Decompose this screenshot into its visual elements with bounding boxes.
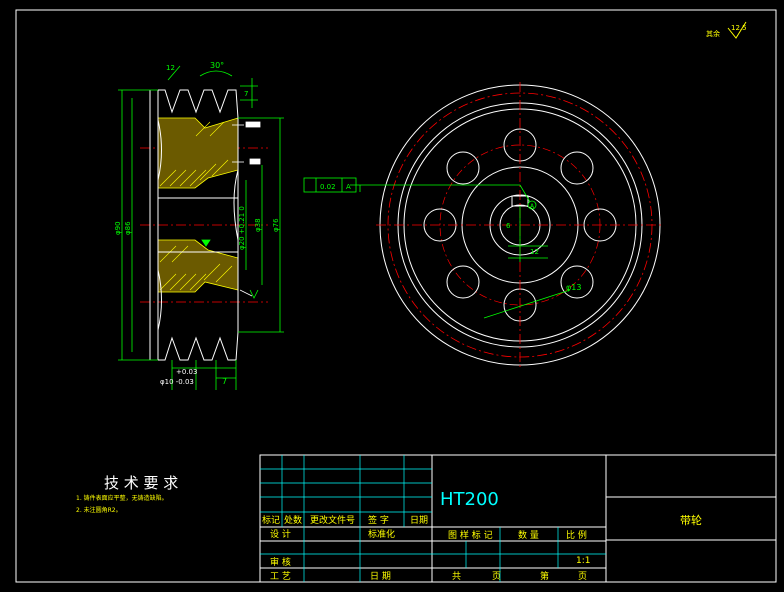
datum-label: A	[530, 203, 535, 210]
keyway-dimension: 6	[506, 222, 511, 230]
tb-date-header: 日期	[410, 515, 428, 526]
tolerance-frame: 0.02 A	[303, 177, 357, 193]
tb-page-label: 页	[578, 571, 587, 582]
title-block: 标记 处数 更改文件号 签 字 日期 设 计 标准化 审 核 工 艺 日 期 H…	[259, 454, 777, 583]
tb-drawing-mark-header: 图 样 标 记	[448, 529, 493, 541]
part-name: 带轮	[680, 513, 702, 527]
keyway-width-dimension: 12	[530, 248, 539, 256]
tb-quantity-header: 数 量	[518, 529, 539, 541]
dim-hub-diameter: φ38	[254, 218, 262, 232]
tb-standardization-label: 标准化	[368, 528, 395, 540]
hole-diameter-dimension: φ13	[566, 283, 581, 292]
section-view: 30° 12 φ90 φ86 φ20 +0.21 0 φ38 φ76 +0.03…	[114, 61, 284, 390]
tech-requirements: 技 术 要 求 1. 铸件表面应平整，无铸造缺陷。 2. 未注圆角R2。	[76, 474, 178, 514]
top-small-dimension: 12	[166, 64, 175, 72]
tech-requirement-2: 2. 未注圆角R2。	[76, 506, 122, 514]
dim-bore-diameter: φ20 +0.21 0	[238, 206, 246, 250]
tolerance-lower: φ10 -0.03	[160, 378, 194, 386]
tb-process-date-label: 日 期	[370, 571, 391, 582]
tb-count-header: 处数	[284, 514, 302, 526]
tb-sheet-label: 第	[540, 570, 549, 582]
groove-width-dimension: 7	[222, 377, 227, 386]
roughness-prefix: 其余	[706, 29, 720, 38]
roughness-symbol: 其余 12.5	[706, 21, 747, 39]
tb-change-doc-header: 更改文件号	[310, 514, 355, 526]
dim-outer-diameter: φ90	[114, 221, 122, 235]
angle-dimension: 30°	[210, 61, 224, 70]
tb-total-label: 共	[452, 571, 461, 582]
tech-requirements-title: 技 术 要 求	[104, 474, 178, 492]
scale-value: 1:1	[576, 556, 590, 566]
tb-signature-header: 签 字	[368, 514, 389, 526]
tb-review-label: 审 核	[270, 556, 291, 568]
tb-pages-label: 页	[492, 571, 501, 582]
tb-design-label: 设 计	[270, 528, 291, 540]
tb-scale-header: 比 例	[566, 529, 587, 541]
dim-body-diameter: φ86	[124, 221, 132, 235]
roughness-value: 12.5	[731, 24, 747, 32]
dim-hub-outer-diameter: φ76	[272, 218, 280, 232]
tolerance-upper: +0.03	[176, 368, 197, 376]
tb-mark-header: 标记	[262, 514, 280, 526]
tech-requirement-1: 1. 铸件表面应平整，无铸造缺陷。	[76, 494, 168, 502]
tolerance-datum: A	[346, 183, 351, 191]
front-view: 0.02 A A 6 12 φ13	[303, 82, 664, 368]
material-label: HT200	[440, 489, 499, 510]
tb-process-label: 工 艺	[270, 571, 291, 582]
tolerance-value: 0.02	[320, 183, 336, 191]
right-small-dimension: 7	[244, 90, 248, 98]
